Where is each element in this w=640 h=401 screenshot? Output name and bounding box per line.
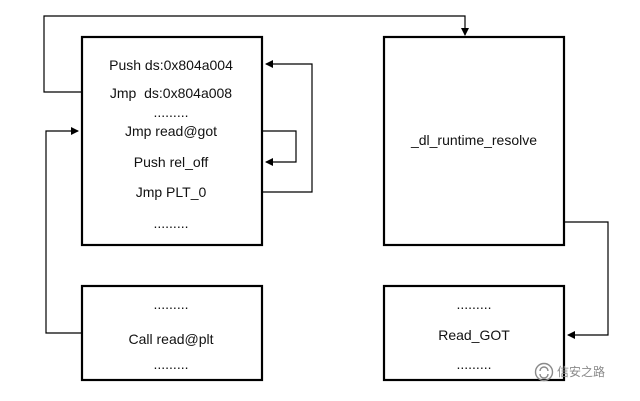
dl-runtime-resolve-box: [382, 35, 566, 247]
plt-line-jmp-read-got: Jmp read@got: [125, 123, 217, 139]
caller-box: [80, 284, 264, 382]
arrow-read-got-to-push-rel-off: [262, 130, 297, 166]
arrow-jmp-to-dl-runtime-resolve: [43, 15, 469, 93]
caller-line-ellipsis-bottom: .........: [153, 356, 188, 372]
plt-stub-box: [80, 35, 264, 247]
got-line-read-got: Read_GOT: [438, 327, 510, 343]
watermark-text: 信安之路: [557, 364, 605, 379]
plt-line-ellipsis-bottom: .........: [153, 215, 188, 231]
read-got-box: [382, 284, 566, 382]
plt-line-push-got1: Push ds:0x804a004: [109, 57, 233, 73]
caller-line-ellipsis-top: .........: [153, 296, 188, 312]
plt-line-jmp-plt0: Jmp PLT_0: [136, 184, 207, 200]
plt-line-push-rel-off: Push rel_off: [134, 154, 209, 170]
got-line-ellipsis-bottom: .........: [456, 356, 491, 372]
resolver-label: _dl_runtime_resolve: [410, 132, 537, 148]
arrow-resolve-to-read-got: [564, 221, 609, 339]
plt-line-ellipsis: .........: [153, 104, 188, 120]
arrow-jmp-plt0-to-plt0: [262, 60, 313, 193]
arrow-call-read-plt-to-jmp-read-got: [45, 127, 82, 334]
caller-line-call-read-plt: Call read@plt: [128, 331, 213, 347]
plt-line-jmp-got2: Jmp ds:0x804a008: [110, 85, 232, 101]
got-line-ellipsis-top: .........: [456, 296, 491, 312]
wechat-channel-icon: [534, 362, 554, 382]
